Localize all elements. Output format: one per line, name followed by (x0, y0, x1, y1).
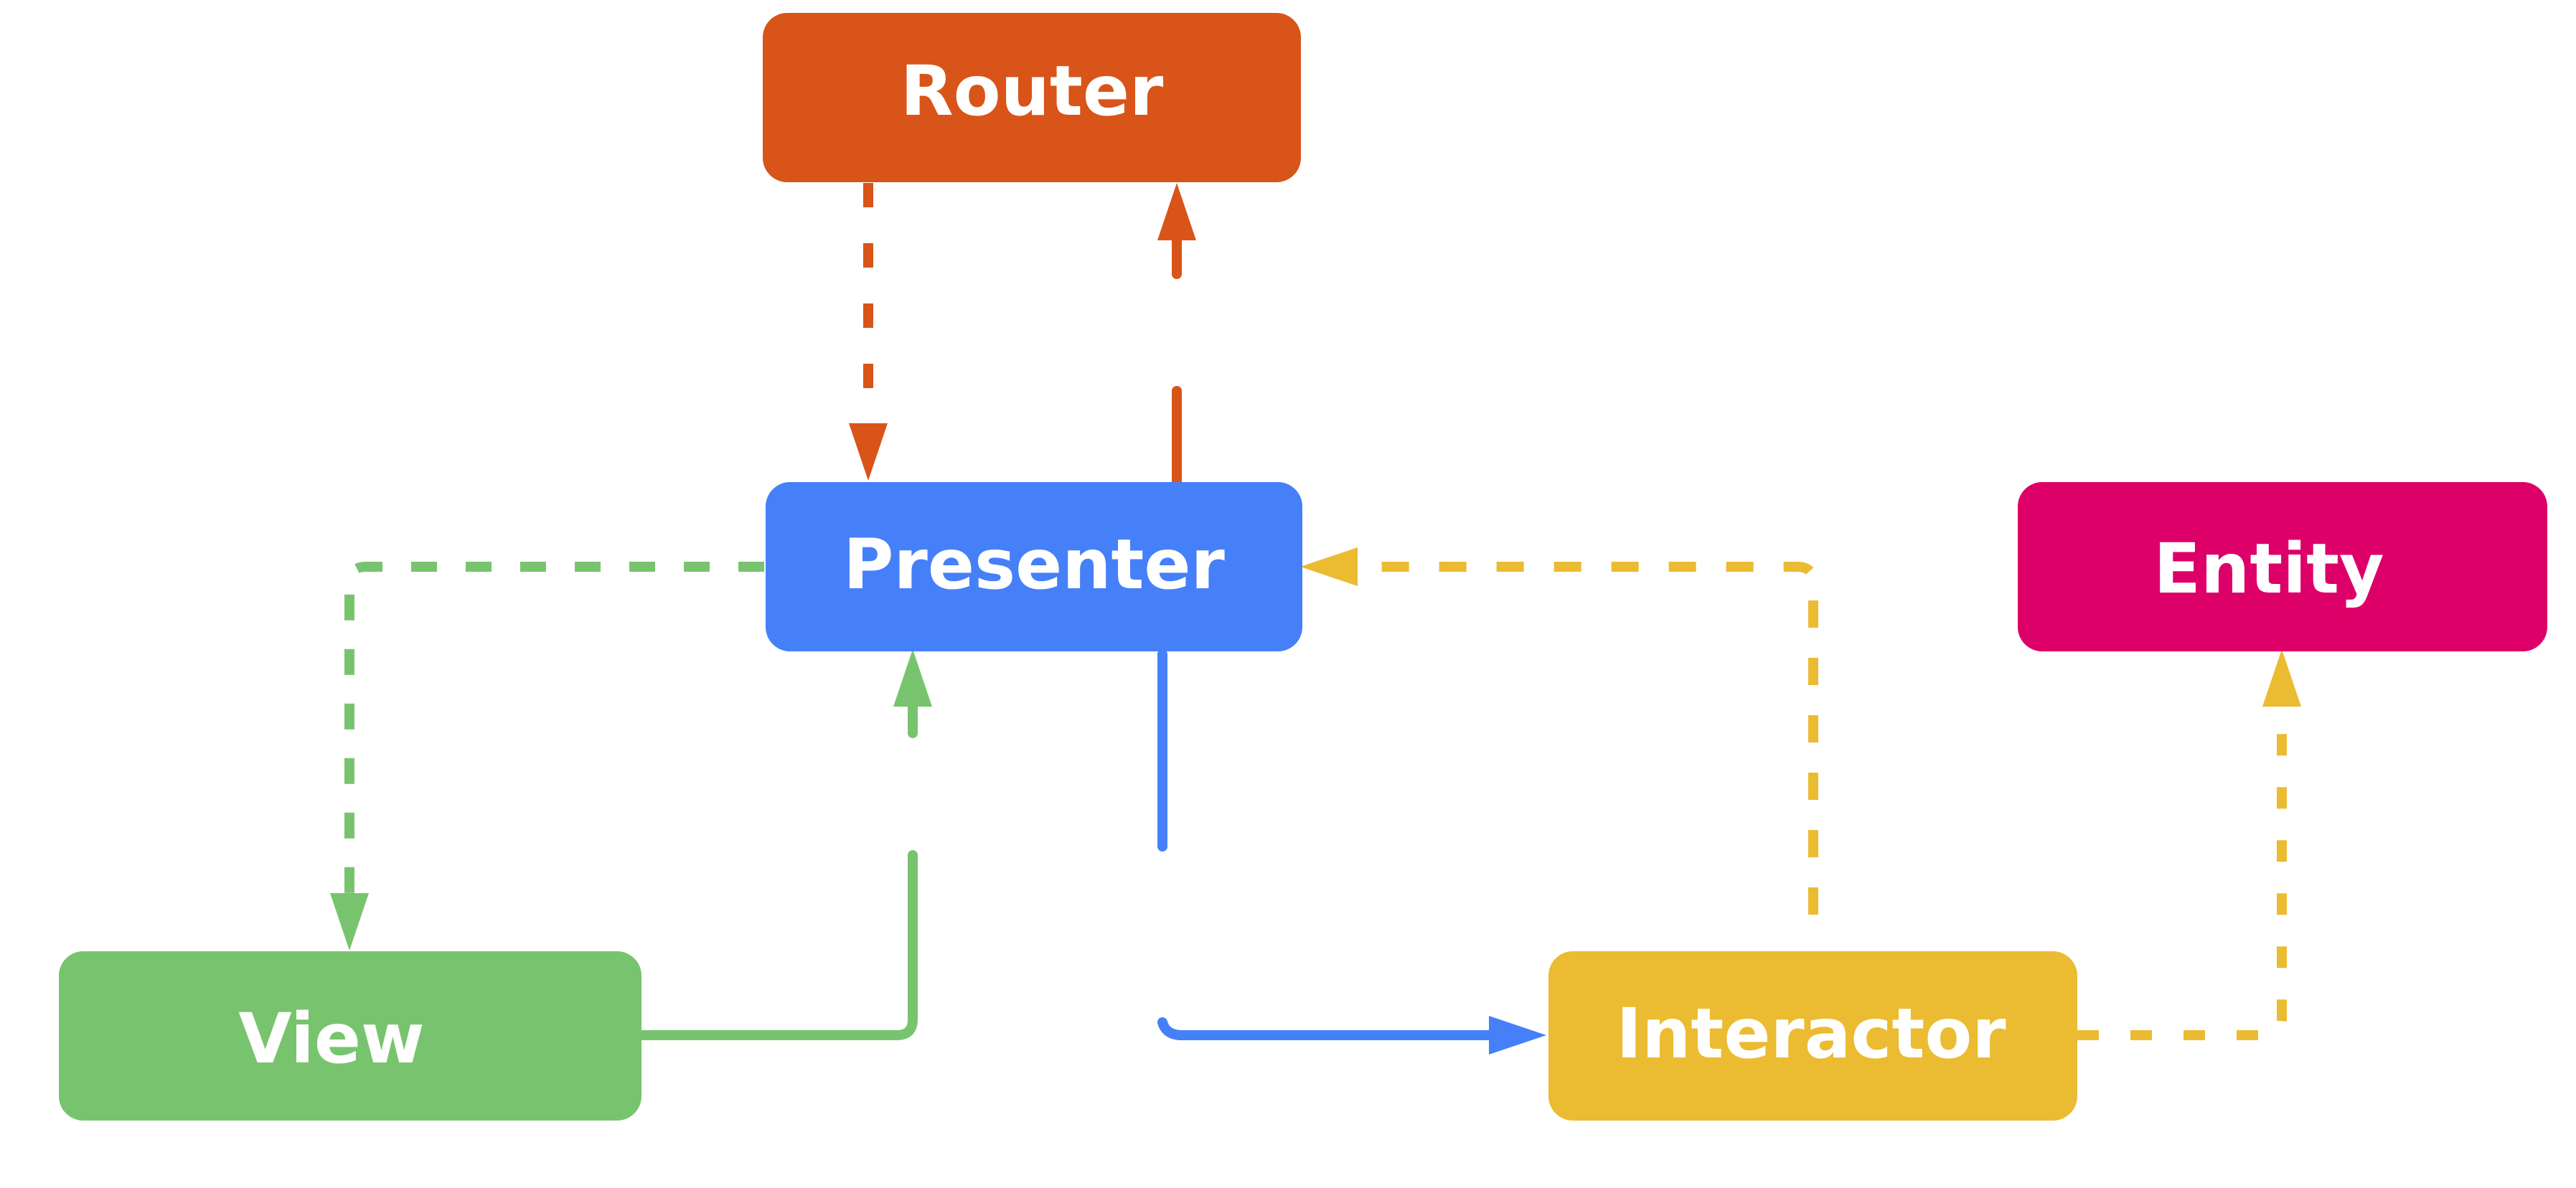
edge-view-to-presenter-line-lower (637, 850, 918, 1040)
node-interactor-box (1548, 951, 2077, 1121)
edge-presenter-to-interactor-line-lower (1157, 1017, 1508, 1040)
node-view-label: View (238, 999, 424, 1079)
node-view-box (59, 951, 641, 1121)
node-presenter: Presenter (766, 482, 1302, 651)
node-presenter-box (766, 482, 1302, 651)
node-router-box (763, 13, 1301, 182)
edge-interactor-to-presenter-line (1353, 562, 1818, 915)
node-view: View (59, 951, 641, 1121)
node-router: Router (763, 13, 1301, 182)
edge-presenter-to-view (330, 562, 764, 951)
edge-presenter-to-router (1157, 183, 1196, 487)
edge-interactor-to-entity-line (2077, 707, 2287, 1040)
node-interactor-label: Interactor (1616, 994, 2006, 1074)
edge-view-to-presenter (637, 649, 932, 1040)
node-entity-box (2018, 482, 2547, 651)
edge-router-to-presenter-arrowhead (849, 423, 888, 481)
node-entity-label: Entity (2153, 529, 2384, 609)
node-presenter-label: Presenter (843, 524, 1225, 605)
edge-interactor-to-presenter (1300, 547, 1818, 915)
node-entity: Entity (2018, 482, 2547, 651)
edge-view-to-presenter-arrowhead (893, 649, 932, 707)
node-interactor: Interactor (1548, 951, 2077, 1121)
edge-presenter-to-view-arrowhead (330, 893, 369, 951)
edge-presenter-to-interactor-arrowhead (1489, 1016, 1546, 1055)
edge-router-to-presenter (849, 183, 888, 481)
edge-interactor-to-entity-arrowhead (2262, 649, 2301, 707)
edge-interactor-to-entity (2077, 649, 2301, 1040)
node-router-label: Router (901, 51, 1164, 131)
edge-presenter-to-view-line (344, 562, 764, 900)
edge-presenter-to-router-arrowhead (1157, 183, 1196, 240)
edge-interactor-to-presenter-arrowhead (1300, 547, 1358, 586)
edge-presenter-to-interactor (1157, 649, 1546, 1055)
